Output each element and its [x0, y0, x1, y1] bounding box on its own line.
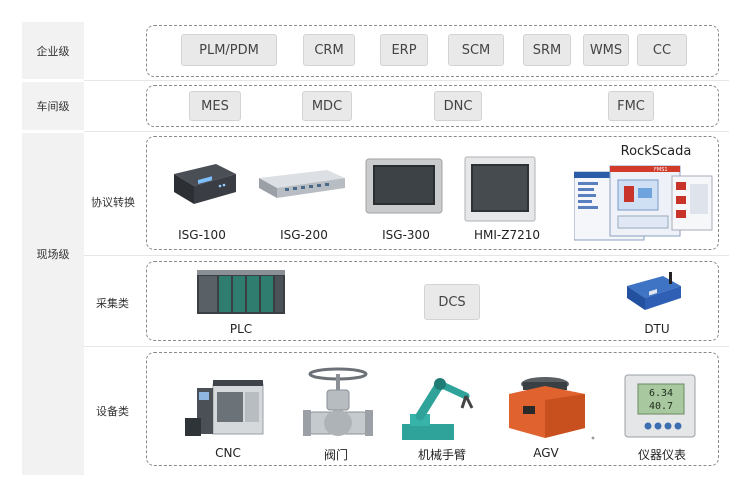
isg-200-caption: ISG-200	[280, 228, 328, 242]
sublevel-label-protocol: 协议转换	[91, 196, 135, 209]
level-label-workshop: 车间级	[36, 100, 70, 113]
isg-300-caption: ISG-300	[382, 228, 430, 242]
isg-100-gateway-image	[174, 164, 236, 204]
level-label-enterprise: 企业级	[36, 45, 70, 58]
row-divider	[84, 255, 729, 256]
valve-caption: 阀门	[323, 448, 348, 462]
rockscada-title: RockScada	[620, 144, 692, 159]
system-chip-dnc: DNC	[434, 91, 482, 121]
agv-image	[509, 377, 595, 440]
level-label-field: 现场级	[36, 248, 70, 261]
system-chip-mdc: MDC	[302, 91, 352, 121]
dcs-chip: DCS	[424, 284, 480, 320]
cnc-machine-image	[185, 380, 264, 436]
row-divider	[84, 80, 729, 81]
hmi-z7210-caption: HMI-Z7210	[473, 228, 540, 242]
level-column-workshop	[22, 82, 84, 130]
instrument-reading-2: 40.7	[649, 401, 673, 412]
protocol-frame	[146, 136, 719, 250]
level-column-field	[22, 133, 84, 475]
level-column-enterprise	[22, 22, 84, 79]
equipment-frame	[146, 352, 719, 466]
system-chip-fmc: FMC	[608, 91, 654, 121]
valve-image	[303, 367, 373, 436]
workshop-frame	[146, 85, 719, 127]
system-chip-srm: SRM	[523, 34, 571, 66]
row-divider	[84, 346, 729, 347]
cnc-caption: CNC	[215, 446, 241, 460]
robot-arm-caption: 机械手臂	[417, 448, 466, 462]
system-chip-cc: CC	[637, 34, 687, 66]
isg-100-caption: ISG-100	[178, 228, 226, 242]
system-chip-scm: SCM	[448, 34, 504, 66]
system-chip-plm-pdm: PLM/PDM	[181, 34, 277, 66]
system-chip-erp: ERP	[380, 34, 428, 66]
row-divider	[84, 131, 729, 132]
hmi-z7210-panel-image	[464, 156, 536, 222]
enterprise-frame	[146, 25, 719, 77]
system-chip-crm: CRM	[303, 34, 355, 66]
plc-caption: PLC	[229, 322, 253, 336]
instrument-reading-1: 6.34	[649, 388, 673, 399]
agv-caption: AGV	[533, 446, 559, 460]
rockscada-screens-image: FMS1	[574, 165, 713, 241]
acquisition-frame	[146, 261, 719, 341]
instrument-meter-image: 6.34 40.7	[624, 374, 696, 438]
isg-300-hmi-image	[365, 158, 443, 214]
dtu-caption: DTU	[644, 322, 670, 336]
isg-200-gateway-image	[259, 170, 345, 198]
rockscada-screen-label: FMS1	[654, 167, 668, 173]
sublevel-label-acquisition: 采集类	[96, 297, 129, 310]
system-chip-wms: WMS	[583, 34, 629, 66]
dtu-device-image	[627, 272, 681, 310]
robot-arm-image	[402, 378, 474, 440]
plc-rack-image	[197, 270, 285, 314]
system-chip-mes: MES	[189, 91, 241, 121]
instrument-caption: 仪器仪表	[637, 448, 686, 462]
sublevel-label-equipment: 设备类	[96, 405, 129, 418]
